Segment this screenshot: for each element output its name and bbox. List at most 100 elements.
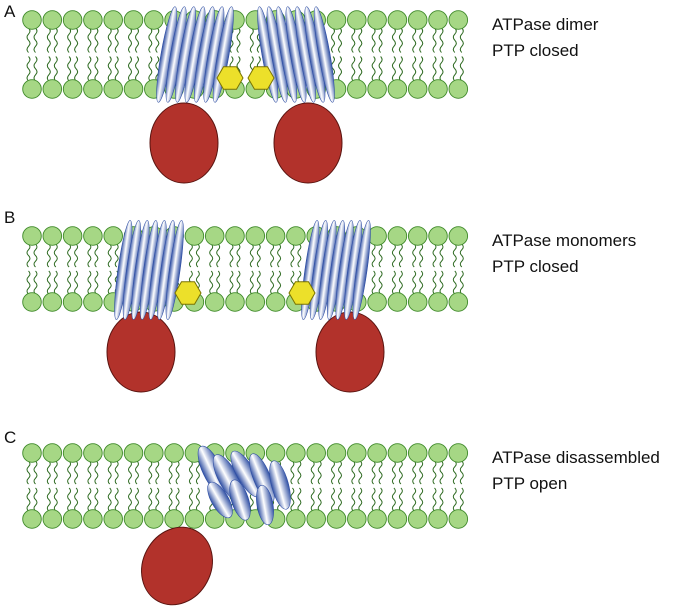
hexagon-a-right	[247, 66, 275, 90]
lipid-tail	[391, 487, 396, 512]
lipid-head	[387, 79, 408, 99]
lipid-tail	[358, 487, 363, 512]
hexagon-b-left	[174, 281, 202, 305]
lipid-tail	[74, 487, 79, 512]
lipid-head	[22, 509, 42, 529]
membrane-b	[22, 226, 469, 312]
lipid-tail	[419, 243, 424, 268]
caption-panel-a: ATPase dimer PTP closed	[492, 12, 598, 64]
lipid-tail	[135, 27, 139, 53]
lipid-tail	[107, 270, 112, 295]
lipid-tail	[412, 487, 417, 512]
helix-bundle-b-left	[114, 220, 184, 320]
lipid-tail	[128, 56, 132, 82]
lipid-tail	[114, 243, 119, 268]
lipid-head	[428, 10, 448, 30]
lipid-tail	[338, 56, 342, 82]
lipid-head	[62, 10, 83, 30]
lipid-tail	[249, 27, 254, 53]
lipid-head	[123, 79, 144, 99]
lipid-tail	[26, 270, 31, 295]
lipid-head	[204, 292, 225, 312]
lipid-tail	[209, 270, 214, 295]
lipid-tail	[114, 56, 119, 82]
lipid-tail	[74, 56, 79, 82]
lipid-tail	[87, 243, 92, 268]
lipid-head	[123, 509, 144, 529]
lipid-head	[387, 10, 408, 30]
lipid-head	[326, 443, 347, 463]
lipid-head	[407, 292, 428, 312]
lipid-tail	[107, 487, 112, 512]
caption-b-line1: ATPase monomers	[492, 231, 637, 250]
lipid-head	[144, 509, 164, 529]
lipid-tail	[53, 243, 58, 268]
lipid-tail	[412, 27, 417, 53]
lipid-head	[367, 10, 387, 30]
lipid-tail	[67, 460, 72, 485]
lipid-head	[42, 79, 63, 99]
lipid-head	[326, 509, 347, 529]
lipid-tail	[67, 270, 72, 295]
lipid-head	[204, 509, 225, 529]
lipid-tail	[290, 460, 295, 485]
caption-panel-c: ATPase disassembled PTP open	[492, 445, 660, 497]
panel-letter-b: B	[4, 208, 16, 227]
lipid-head	[22, 10, 42, 30]
lipid-tail	[290, 243, 295, 268]
lipid-head	[367, 443, 387, 463]
lipid-tail	[351, 56, 356, 82]
lipid-tail	[128, 27, 132, 53]
lipid-head	[103, 79, 123, 99]
lipid-tail	[33, 56, 38, 82]
lipid-tail	[26, 487, 31, 512]
lipid-head	[103, 226, 123, 246]
caption-panel-b: ATPase monomers PTP closed	[492, 228, 636, 280]
lipid-tail	[188, 460, 193, 485]
lipid-tail	[391, 27, 396, 53]
lipid-head	[448, 443, 469, 463]
lipid-tail	[94, 56, 99, 82]
lipid-tail	[371, 460, 376, 485]
helix	[256, 484, 274, 526]
lipid-head	[387, 509, 408, 529]
lipid-tail	[46, 270, 51, 295]
lipid-tail	[74, 460, 79, 485]
f1-head-a-left	[149, 102, 219, 184]
lipid-tail	[297, 243, 302, 268]
lipid-tail	[33, 27, 38, 53]
lipid-tail	[378, 27, 383, 53]
lipid-head	[42, 443, 63, 463]
lipid-head	[306, 443, 326, 463]
lipid-tail	[94, 243, 99, 268]
lipid-tail	[358, 27, 363, 53]
lipid-tail	[452, 27, 457, 53]
lipid-head	[83, 226, 103, 246]
lipid-tail	[317, 487, 322, 512]
caption-a-line2: PTP closed	[492, 41, 579, 60]
lipid-head	[367, 292, 387, 312]
lipid-head	[347, 509, 367, 529]
lipid-tail	[236, 243, 241, 268]
lipid-tail	[256, 243, 261, 268]
lipid-tail	[412, 270, 417, 295]
panel-letter-a: A	[4, 2, 16, 21]
lipid-head	[164, 443, 184, 463]
lipid-tail	[128, 487, 132, 512]
lipid-head	[326, 10, 347, 30]
lipid-tail	[338, 460, 342, 485]
lipid-tail	[26, 243, 31, 268]
f1-head-b-right	[315, 311, 385, 393]
caption-b-line2: PTP closed	[492, 257, 579, 276]
lipid-head	[387, 226, 408, 246]
lipid-head	[144, 10, 164, 30]
lipid-head	[448, 79, 469, 99]
lipid-tail	[439, 460, 444, 485]
lipid-tail	[87, 487, 92, 512]
lipid-tail	[155, 56, 160, 82]
lipid-tail	[107, 243, 112, 268]
lipid-tail	[229, 270, 234, 295]
lipid-tail	[317, 460, 322, 485]
membrane-a	[22, 10, 469, 99]
lipid-tail	[195, 460, 200, 485]
